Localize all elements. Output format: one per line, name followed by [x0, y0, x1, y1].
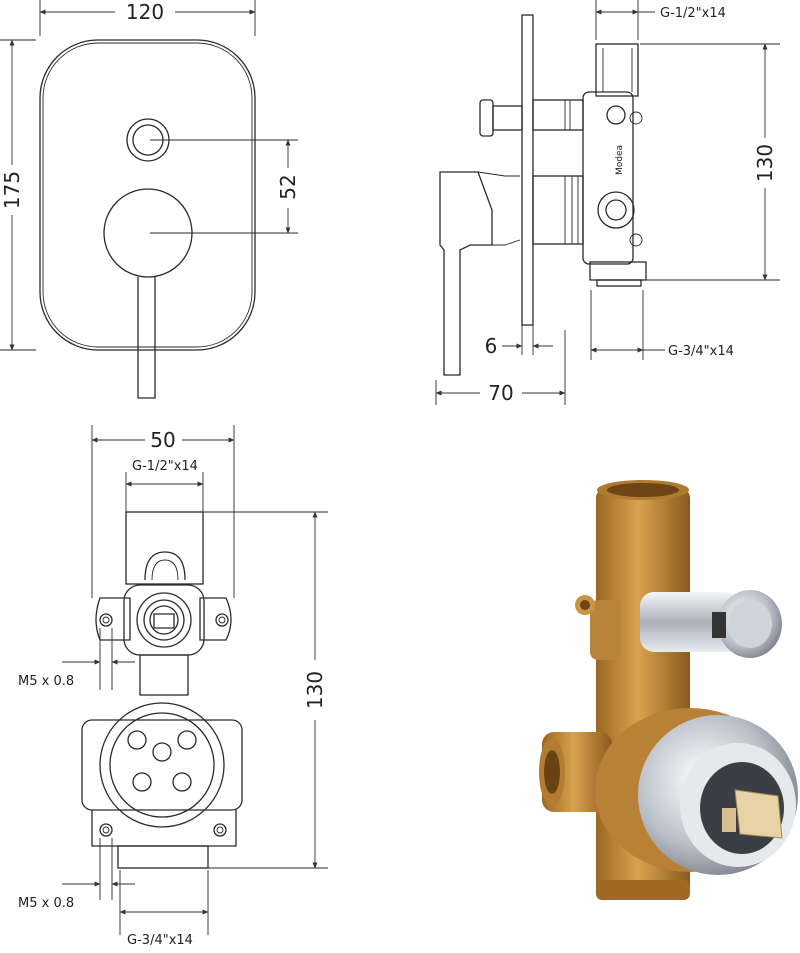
- body-mixer-chamber: [81, 719, 243, 811]
- side-depth-label: 70: [488, 381, 513, 405]
- body-bottom-outlet: [117, 845, 209, 869]
- mixer-lever: [137, 277, 156, 399]
- side-wall-plate: [521, 14, 534, 326]
- side-plate-label: 6: [485, 334, 498, 358]
- side-top-thread-label: G-1/2"x14: [660, 6, 726, 21]
- body-height-label: 130: [303, 671, 327, 709]
- port-bottom-right: [172, 772, 192, 792]
- upper-screw-label: M5 x 0.8: [18, 674, 74, 689]
- cover-plate-inner-edge: [42, 42, 253, 348]
- front-spacing-label: 52: [276, 174, 300, 199]
- port-center: [152, 742, 172, 762]
- body-bottom-thread-label: G-3/4"x14: [127, 933, 193, 948]
- lower-screw-label: M5 x 0.8: [18, 896, 74, 911]
- body-width-label: 50: [150, 428, 175, 452]
- lower-right-screw-hole: [213, 823, 227, 837]
- cartridge-spindle: [734, 789, 783, 839]
- front-width-label: 120: [126, 0, 164, 24]
- body-cartridge-seat: [99, 702, 225, 828]
- body-view: 50 G-1/2"x14 130 M5 x 0.8 M5 x 0.8 G-3/4…: [18, 425, 328, 948]
- cover-plate: [39, 39, 256, 351]
- body-top-inlet: [125, 511, 204, 585]
- side-brand-text: Modeа: [615, 145, 625, 175]
- lower-left-screw-hole: [99, 823, 113, 837]
- side-height-label: 130: [753, 144, 777, 182]
- body-upper-flange: [95, 597, 232, 641]
- side-diverter-knob: [479, 99, 494, 137]
- side-valve-body: Modeа: [532, 43, 647, 287]
- side-bottom-thread-label: G-3/4"x14: [668, 344, 734, 359]
- port-bottom-left: [132, 772, 152, 792]
- body-top-thread-label: G-1/2"x14: [132, 459, 198, 474]
- front-view: 120 175 52: [0, 0, 300, 399]
- side-view: Modeа G-1/2"x14 130 6 70 G-3/4"x14: [435, 0, 780, 405]
- upper-right-screw-hole: [215, 613, 229, 627]
- port-top-left: [127, 730, 147, 750]
- front-height-label: 175: [0, 171, 24, 209]
- side-lever-handle: [439, 171, 493, 376]
- upper-left-screw-hole: [99, 613, 113, 627]
- body-diverter-port: [136, 592, 192, 648]
- port-top-right: [177, 730, 197, 750]
- product-photo: [539, 480, 798, 900]
